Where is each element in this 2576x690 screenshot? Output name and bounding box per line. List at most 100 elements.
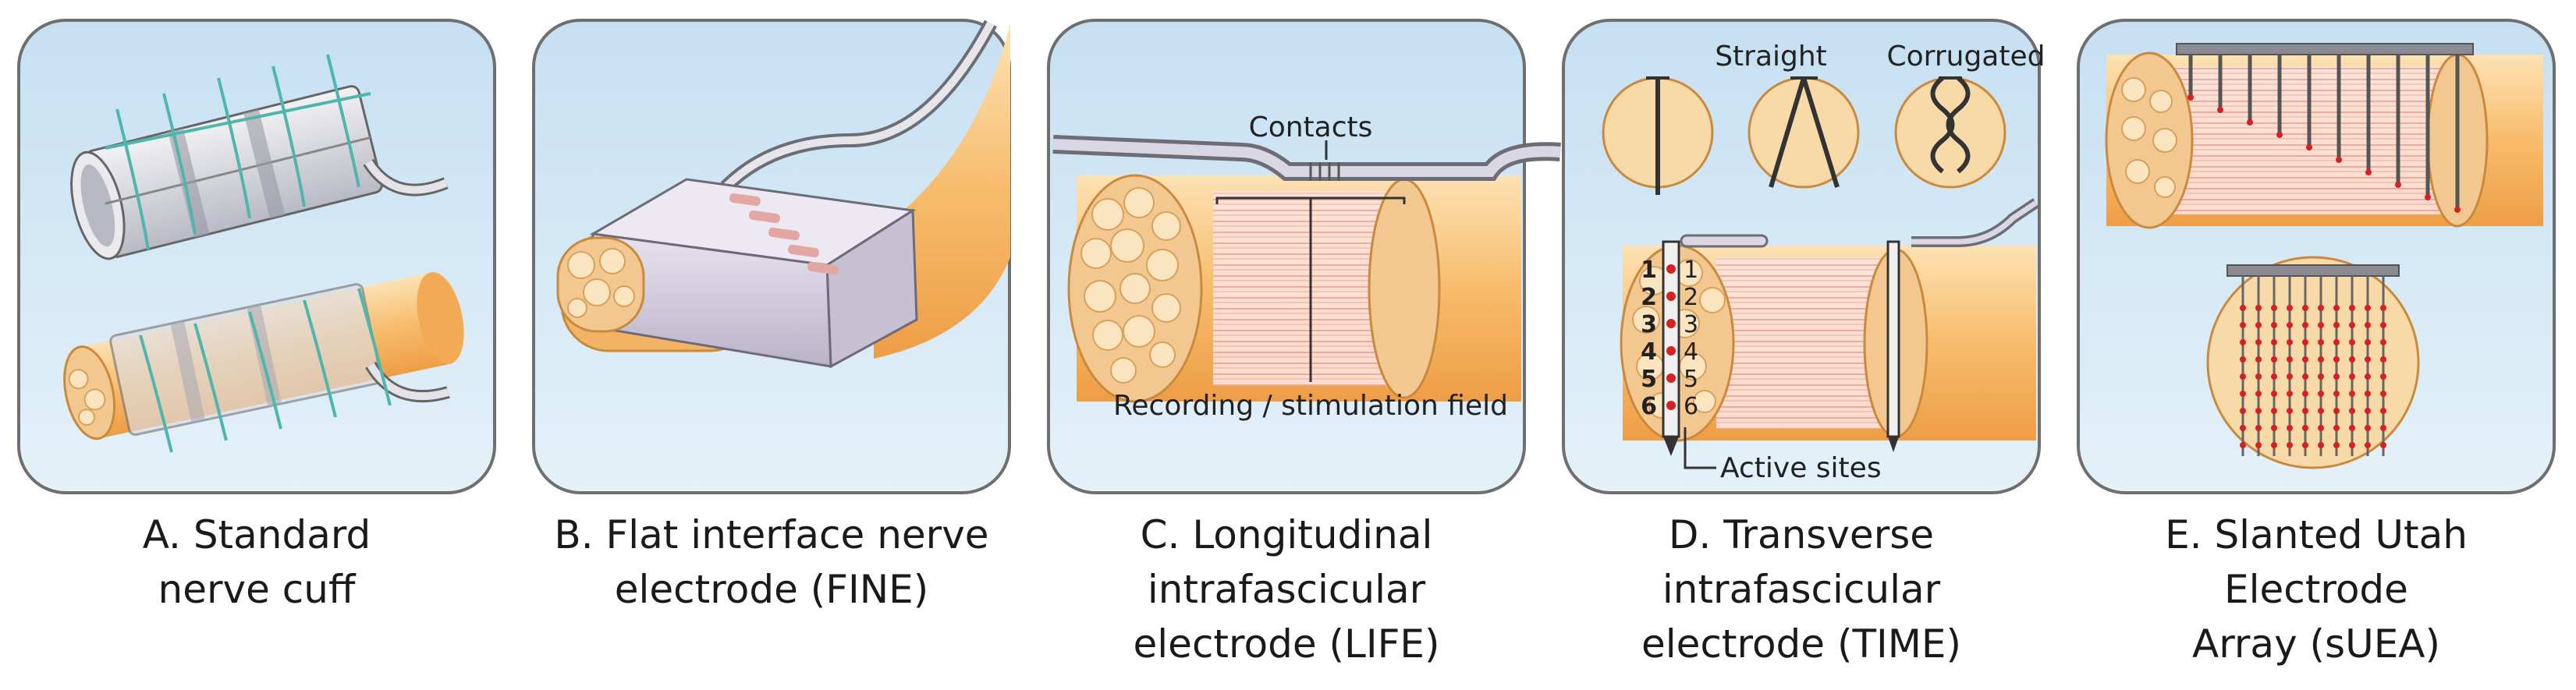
time-corrugated-section (1894, 76, 2007, 189)
suea-site (2318, 425, 2324, 431)
site-number-left: 1 (1641, 257, 1657, 284)
suea-tip (2306, 144, 2312, 150)
suea-site (2318, 339, 2324, 345)
suea-site (2333, 425, 2340, 431)
suea-site (2302, 322, 2308, 328)
suea-site (2240, 339, 2246, 345)
caption-line: electrode (TIME) (1641, 621, 1961, 667)
panel-c-illustration: Contacts Recording / stimulation field (1052, 111, 1561, 422)
suea-site (2380, 425, 2386, 431)
suea-site (2333, 339, 2340, 345)
suea-site (2318, 373, 2324, 380)
panel-a-illustration (63, 54, 464, 453)
suea-site (2240, 408, 2246, 414)
suea-site (2240, 305, 2246, 311)
suea-site (2287, 442, 2293, 448)
active-site-dot (1666, 346, 1676, 356)
closed-cuff-suture (139, 288, 392, 453)
suea-site (2271, 425, 2277, 431)
caption-line: intrafascicular (1148, 567, 1426, 612)
suea-site (2287, 391, 2293, 397)
active-site-dot (1666, 264, 1676, 274)
suea-tip (2395, 182, 2401, 188)
life-contacts (1309, 162, 1340, 181)
corrugated-label: Corrugated (1887, 41, 2046, 73)
suea-site (2271, 442, 2277, 448)
suea-cross-section (2206, 256, 2420, 469)
site-number-left: 2 (1641, 284, 1657, 311)
site-number-right: 6 (1684, 393, 1698, 420)
caption-line: intrafascicular (1662, 567, 1941, 612)
suea-site (2302, 356, 2308, 363)
active-site-dot (1666, 401, 1676, 410)
suea-tip (2187, 94, 2194, 101)
suea-site (2271, 356, 2277, 363)
suea-site (2318, 442, 2324, 448)
site-number-right: 1 (1684, 257, 1698, 284)
suea-site (2287, 373, 2293, 380)
suea-site (2333, 391, 2340, 397)
suea-site (2240, 373, 2246, 380)
caption-line: Electrode (2224, 567, 2408, 612)
active-site-dot (1666, 319, 1676, 328)
suea-tip (2425, 194, 2431, 200)
suea-site (2333, 322, 2340, 328)
suea-site (2365, 391, 2371, 397)
suea-site (2349, 305, 2355, 311)
suea-site (2333, 373, 2340, 380)
time-straight-section (1602, 76, 1714, 195)
open-cuff-suture (105, 54, 371, 250)
suea-site (2318, 391, 2324, 397)
suea-site (2255, 322, 2262, 328)
suea-site (2349, 373, 2355, 380)
caption-line: Array (sUEA) (2192, 621, 2440, 667)
caption-line: C. Longitudinal (1141, 512, 1433, 557)
suea-needles-side (2187, 55, 2461, 213)
suea-site (2271, 373, 2277, 380)
caption-line: A. Standard (143, 512, 371, 557)
suea-tip (2454, 207, 2461, 213)
suea-site (2380, 373, 2386, 380)
suea-site (2287, 305, 2293, 311)
fine-electrode-body (589, 178, 918, 369)
suea-site (2240, 356, 2246, 363)
suea-site (2365, 305, 2371, 311)
suea-site (2349, 356, 2355, 363)
suea-site (2318, 356, 2324, 363)
site-number-left: 5 (1641, 366, 1657, 393)
caption-line: B. Flat interface nerve (554, 512, 988, 557)
caption-line: electrode (FINE) (615, 567, 928, 612)
caption-line: D. Transverse (1669, 512, 1934, 557)
suea-site (2318, 305, 2324, 311)
suea-site (2255, 356, 2262, 363)
suea-site (2255, 373, 2262, 380)
suea-site (2255, 408, 2262, 414)
site-number-right: 2 (1684, 284, 1698, 311)
suea-site (2380, 408, 2386, 414)
suea-site (2287, 425, 2293, 431)
suea-site (2240, 425, 2246, 431)
suea-site (2333, 408, 2340, 414)
suea-tip (2276, 132, 2283, 138)
suea-backplane-bottom (2227, 264, 2400, 277)
suea-site (2240, 391, 2246, 397)
suea-site (2302, 373, 2308, 380)
site-number-left: 3 (1641, 311, 1657, 338)
suea-needles-front (2240, 276, 2386, 456)
suea-site (2349, 339, 2355, 345)
suea-site (2302, 339, 2308, 345)
caption-line: E. Slanted Utah (2165, 512, 2468, 557)
suea-site (2287, 322, 2293, 328)
suea-site (2318, 322, 2324, 328)
caption-line: electrode (LIFE) (1134, 621, 1440, 667)
suea-site (2302, 442, 2308, 448)
suea-site (2380, 322, 2386, 328)
site-number-left: 6 (1641, 393, 1657, 420)
site-number-left: 4 (1641, 338, 1657, 366)
active-site-dot (1666, 292, 1676, 301)
suea-tip (2336, 157, 2342, 163)
time-v-section (1747, 76, 1860, 189)
suea-site (2380, 442, 2386, 448)
site-number-right: 4 (1684, 338, 1698, 366)
